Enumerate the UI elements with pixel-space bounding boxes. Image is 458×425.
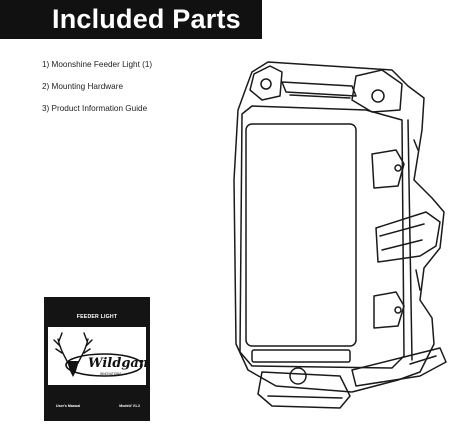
housing-outline bbox=[233, 61, 445, 393]
manual-logo-panel: Wildgame INNOVATIONS bbox=[48, 327, 146, 385]
mount-hole-icon bbox=[371, 89, 385, 103]
bottom-mount bbox=[257, 371, 351, 409]
label-slot bbox=[251, 349, 351, 363]
wildgame-logo: Wildgame INNOVATIONS bbox=[53, 332, 146, 377]
top-right-ear bbox=[351, 69, 403, 113]
bottom-knob-icon bbox=[289, 367, 307, 385]
title-banner: Included Parts bbox=[0, 0, 262, 39]
logo-brand: Wildgame bbox=[88, 356, 146, 371]
side-boss-top bbox=[371, 149, 405, 189]
screw-icon bbox=[394, 306, 402, 314]
page-title: Included Parts bbox=[52, 4, 241, 34]
parts-list-item: 1) Moonshine Feeder Light (1) bbox=[42, 60, 153, 69]
bottom-right-foot bbox=[351, 347, 447, 387]
side-clip bbox=[375, 211, 441, 263]
top-handle bbox=[281, 81, 357, 97]
screen bbox=[245, 123, 357, 347]
manual-title: FEEDER LIGHT bbox=[76, 314, 118, 320]
logo-brand-sub: INNOVATIONS bbox=[100, 372, 122, 376]
inner-frame bbox=[239, 105, 405, 369]
parts-list-item: 3) Product Information Guide bbox=[42, 104, 148, 113]
antlers-icon bbox=[53, 332, 93, 364]
top-left-ear bbox=[249, 65, 283, 101]
side-boss-bottom bbox=[373, 291, 405, 329]
parts-list-item: 2) Mounting Hardware bbox=[42, 82, 124, 91]
deer-head-icon bbox=[67, 361, 79, 377]
user-manual-image: FEEDER LIGHT Wildgame INNOVATIONS User's… bbox=[44, 297, 150, 421]
parts-list: 1) Moonshine Feeder Light (1) 2) Mountin… bbox=[42, 59, 152, 125]
screw-icon bbox=[394, 164, 402, 172]
manual-footer-left: User's Manual bbox=[56, 404, 81, 408]
mount-hole-icon bbox=[260, 78, 272, 90]
manual-footer-right: Model# V1.2 bbox=[119, 404, 140, 408]
logo-swoosh bbox=[65, 353, 143, 377]
